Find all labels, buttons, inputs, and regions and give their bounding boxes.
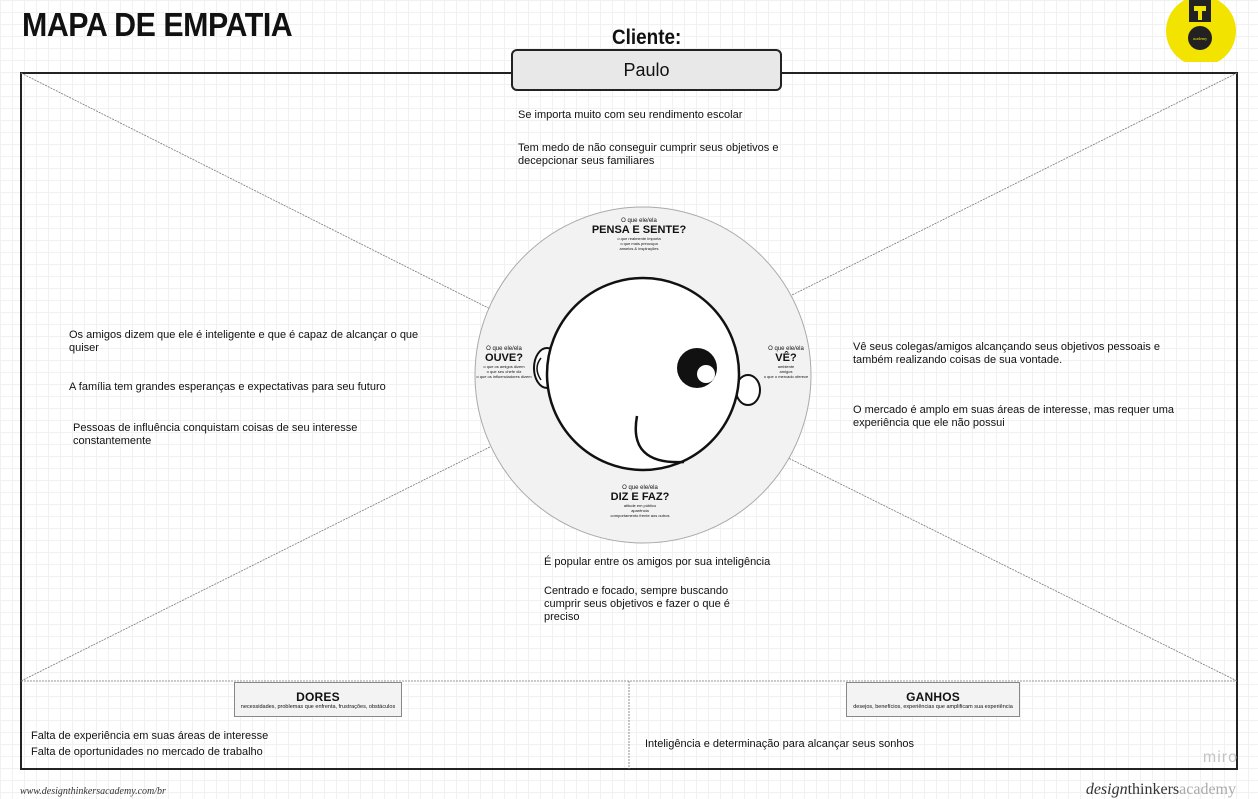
diagonal-bottom-left xyxy=(20,417,549,682)
head-icon xyxy=(545,276,741,472)
page-title: MAPA DE EMPATIA xyxy=(22,6,293,43)
footer-url[interactable]: www.designthinkersacademy.com/br xyxy=(20,786,166,797)
hears-label: O que ele/ela OUVE? o que os amigos dize… xyxy=(476,346,532,379)
sticky-note[interactable]: Se importa muito com seu rendimento esco… xyxy=(518,109,743,121)
diagonal-bottom-right xyxy=(737,432,1238,682)
mouth-icon xyxy=(634,415,685,464)
gains-header: GANHOS desejos, benefícios, experiências… xyxy=(846,682,1020,717)
gains-title: GANHOS xyxy=(906,690,960,704)
logo-text: academy xyxy=(1193,36,1207,41)
gain-item[interactable]: Inteligência e determinação para alcança… xyxy=(645,738,915,750)
sticky-note[interactable]: Pessoas de influência conquistam coisas … xyxy=(73,422,358,447)
diagonal-top-right xyxy=(737,72,1238,323)
client-name: Paulo xyxy=(623,59,670,80)
pain-item[interactable]: Falta de experiência em suas áreas de in… xyxy=(31,730,269,742)
client-label: Cliente: xyxy=(612,26,682,49)
footer-brand: designthinkersacademy xyxy=(1085,781,1236,798)
thinks-label: O que ele/ela PENSA E SENTE? o que realm… xyxy=(591,218,687,251)
sticky-note[interactable]: A família tem grandes esperanças e expec… xyxy=(69,381,386,393)
sticky-note[interactable]: Vê seus colegas/amigos alcançando seus o… xyxy=(853,341,1160,366)
sees-label: O que ele/ela VÊ? ambiente amigos o que … xyxy=(763,346,809,379)
sticky-note[interactable]: Tem medo de não conseguir cumprir seus o… xyxy=(518,142,779,167)
sticky-note[interactable]: É popular entre os amigos por sua inteli… xyxy=(544,556,771,568)
gains-subtitle: desejos, benefícios, experiências que am… xyxy=(853,704,1013,710)
sticky-note[interactable]: Centrado e focado, sempre buscando cumpr… xyxy=(544,585,730,623)
diagonal-top-left xyxy=(20,72,549,339)
says-label: O que ele/ela DIZ E FAZ? atitude em públ… xyxy=(610,485,670,518)
client-name-box[interactable]: Paulo xyxy=(511,49,782,91)
pains-header: DORES necessidades, problemas que enfren… xyxy=(234,682,402,717)
pains-title: DORES xyxy=(296,690,340,704)
pain-item[interactable]: Falta de oportunidades no mercado de tra… xyxy=(31,746,263,758)
sticky-note[interactable]: O mercado é amplo em suas áreas de inter… xyxy=(853,404,1174,429)
dta-logo: academy xyxy=(1165,0,1237,66)
pains-subtitle: necessidades, problemas que enfrenta, fr… xyxy=(240,704,396,710)
miro-watermark: miro xyxy=(1202,749,1238,766)
sticky-note[interactable]: Os amigos dizem que ele é inteligente e … xyxy=(69,329,419,354)
